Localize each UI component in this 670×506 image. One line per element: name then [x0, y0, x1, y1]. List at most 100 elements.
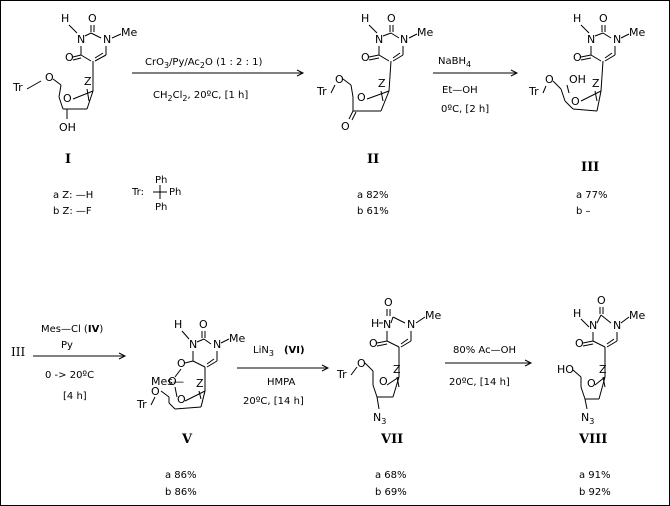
- atom-O: O: [335, 73, 344, 86]
- atom-Mes: Mes—: [151, 375, 184, 388]
- step-2: NaBH4 Et—OH 0ºC, [2 h]: [433, 56, 519, 115]
- compound-VIII-variant-a: a 91%: [579, 470, 611, 481]
- atom-Me: Me: [229, 332, 245, 345]
- trityl-prefix: Tr:: [131, 187, 144, 198]
- arrow-head: [321, 364, 330, 372]
- step-3-time: [4 h]: [63, 391, 87, 402]
- compound-III-label: III: [581, 160, 599, 175]
- compound-VII-label: VII: [380, 432, 403, 447]
- atom-O: O: [597, 294, 606, 307]
- atom-Z: Z: [84, 75, 92, 88]
- atom-OH: OH: [569, 73, 586, 86]
- atom-Me: Me: [629, 309, 645, 322]
- atom-Z: Z: [599, 363, 607, 376]
- atom-H: H: [573, 307, 581, 320]
- atom-Me: Me: [121, 26, 137, 39]
- atom-Z: Z: [196, 377, 204, 390]
- trityl-ph-top: Ph: [155, 175, 167, 186]
- atom-N3: N3: [581, 411, 594, 426]
- atom-O: O: [177, 393, 186, 406]
- compound-V: H O N N Me O Mes— O O Tr O Z: [136, 318, 245, 411]
- compound-V-variant-a: a 86%: [165, 470, 197, 481]
- atom-O: O: [341, 120, 350, 133]
- atom-N: N: [400, 33, 408, 46]
- atom-Z: Z: [592, 77, 600, 90]
- step-3-start-compound: III: [11, 345, 25, 359]
- step-3-base: Py: [61, 340, 73, 351]
- atom-N: N: [407, 318, 415, 331]
- atom-O: O: [599, 12, 608, 25]
- step-1-reagents: CrO3/Py/Ac2O (1 : 2 : 1): [145, 57, 263, 70]
- atom-N: N: [375, 33, 383, 46]
- step-5: 80% Ac—OH 20ºC, [14 h]: [445, 345, 533, 388]
- step-3: III Mes—Cl (IV) Py 0 -> 20ºC [4 h]: [11, 324, 127, 402]
- compound-VIII-variant-b: b 92%: [579, 487, 611, 498]
- atom-Tr: Tr: [316, 85, 327, 98]
- atom-O: O: [177, 357, 186, 370]
- atom-H: H: [573, 12, 581, 25]
- compound-VII-variant-a: a 68%: [375, 470, 407, 481]
- step-2-reagent: NaBH4: [438, 56, 471, 69]
- atom-Tr: Tr: [528, 85, 539, 98]
- step-1-conditions: CH2Cl2, 20ºC, [1 h]: [153, 90, 248, 103]
- atom-H: H: [174, 318, 182, 331]
- step-5-reagent: 80% Ac—OH: [453, 345, 516, 356]
- atom-Me: Me: [629, 26, 645, 39]
- atom-H: H: [61, 12, 69, 25]
- atom-HO: HO: [557, 363, 574, 376]
- compound-VIII: H O N N Me O HO O Z N3: [557, 294, 645, 426]
- atom-O: O: [384, 296, 393, 309]
- atom-N: N: [613, 319, 621, 332]
- atom-Z: Z: [378, 77, 386, 90]
- step-2-conditions: 0ºC, [2 h]: [441, 104, 489, 115]
- atom-OH: OH: [59, 121, 76, 134]
- atom-Z: Z: [393, 363, 401, 376]
- arrow-head: [524, 359, 533, 367]
- step-4-solvent: HMPA: [267, 377, 296, 388]
- atom-O: O: [65, 51, 74, 64]
- compound-VIII-label: VIII: [578, 432, 607, 447]
- trityl-legend: Tr: Ph Ph Ph: [131, 175, 181, 213]
- compound-III-variant-a: a 77%: [576, 190, 608, 201]
- atom-N: N: [189, 338, 197, 351]
- compound-I-variant-a: a Z: —H: [53, 190, 93, 201]
- atom-N3: N3: [373, 411, 386, 426]
- atom-N: N: [589, 319, 597, 332]
- compound-II-variant-b: b 61%: [357, 206, 389, 217]
- compound-II: H O N N Me O O Tr O Z O: [316, 12, 433, 133]
- arrow-head: [510, 69, 519, 77]
- step-1: CrO3/Py/Ac2O (1 : 2 : 1) CH2Cl2, 20ºC, […: [132, 57, 305, 103]
- atom-O: O: [199, 318, 208, 331]
- atom-O: O: [88, 12, 97, 25]
- atom-N: N: [383, 318, 391, 331]
- trityl-ph-bottom: Ph: [155, 202, 167, 213]
- atom-N: N: [77, 33, 85, 46]
- atom-N: N: [587, 33, 595, 46]
- atom-O: O: [387, 12, 396, 25]
- atom-H: H: [371, 317, 379, 330]
- atom-O: O: [357, 357, 366, 370]
- atom-N: N: [103, 33, 111, 46]
- atom-O: O: [573, 51, 582, 64]
- step-2-solvent: Et—OH: [442, 85, 478, 96]
- compound-I-label: I: [65, 152, 71, 167]
- atom-O: O: [357, 91, 366, 104]
- atom-O: O: [379, 375, 388, 388]
- atom-O: O: [571, 95, 580, 108]
- step-4-reagent: LiN3(VI): [253, 345, 305, 358]
- compound-VII-variant-b: b 69%: [375, 487, 407, 498]
- atom-Tr: Tr: [336, 368, 347, 381]
- trityl-ph-right: Ph: [169, 187, 181, 198]
- compound-III: H O N N Me O O Tr OH O Z: [528, 12, 645, 112]
- compound-II-variant-a: a 82%: [357, 190, 389, 201]
- step-4: LiN3(VI) HMPA 20ºC, [14 h]: [237, 345, 330, 407]
- arrow-head: [296, 69, 305, 77]
- compound-VII: O H N N Me O O Tr O Z N3: [336, 296, 441, 426]
- atom-Tr: Tr: [12, 81, 23, 94]
- atom-N: N: [213, 338, 221, 351]
- compound-III-variant-b: b –: [576, 206, 591, 217]
- arrow-head: [118, 352, 127, 360]
- atom-H: H: [361, 12, 369, 25]
